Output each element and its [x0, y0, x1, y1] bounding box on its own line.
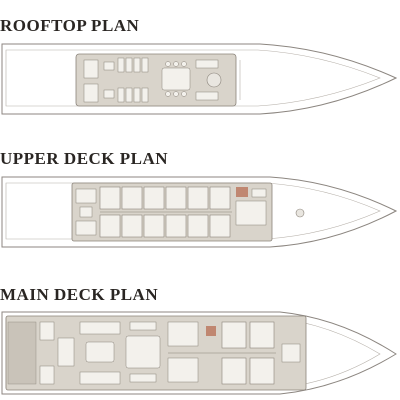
rooftop-sunbed-row	[117, 57, 149, 103]
upper-deck-plan-title: UPPER DECK PLAN	[0, 149, 168, 169]
rooftop-bar-counter	[195, 59, 219, 101]
main-salon	[79, 321, 121, 385]
upper-bridge-area	[235, 188, 267, 226]
main-deck-plan-title: MAIN DECK PLAN	[0, 285, 158, 305]
main-title-text: MAIN DECK PLAN	[0, 285, 159, 304]
rooftop-dining-table	[161, 61, 191, 97]
rooftop-plan-title: ROOFTOP PLAN	[0, 16, 139, 36]
main-swim-platform	[7, 321, 37, 385]
main-deck-drawing	[1, 311, 397, 395]
upper-cabins	[99, 186, 231, 238]
rooftop-lounge-seating	[83, 59, 115, 103]
rooftop-deck-drawing	[1, 43, 398, 115]
upper-foredeck-winch	[295, 208, 305, 218]
upper-hull-inner-line	[5, 182, 381, 240]
main-aft-lounge	[39, 321, 75, 385]
rooftop-title-text: ROOFTOP PLAN	[0, 16, 140, 35]
main-dining-room	[125, 321, 161, 383]
upper-deck-drawing	[1, 176, 398, 248]
main-forward-cabins	[221, 321, 275, 385]
upper-tender-accent	[236, 187, 248, 197]
rooftop-jacuzzi	[206, 72, 222, 88]
main-tender-accent	[206, 326, 216, 336]
upper-title-text: UPPER DECK PLAN	[0, 149, 169, 168]
main-galley	[167, 321, 199, 383]
rooftop-hull-inner-line	[5, 49, 381, 107]
main-foredeck	[281, 343, 301, 363]
upper-aft-terrace	[75, 188, 97, 236]
